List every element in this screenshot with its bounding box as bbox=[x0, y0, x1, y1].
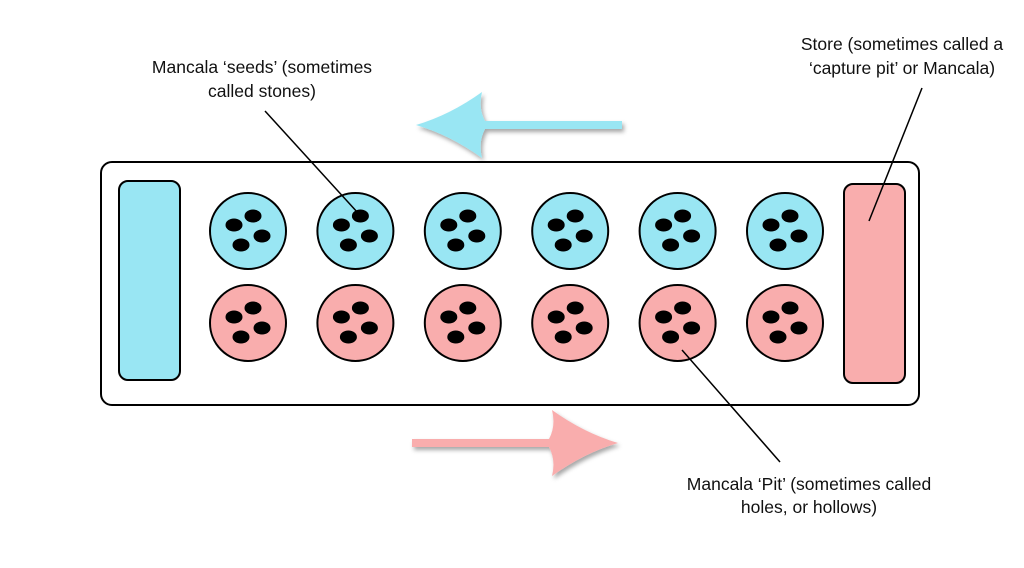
seed bbox=[662, 238, 680, 252]
store-leader-line bbox=[868, 87, 923, 222]
pit-bottom-6 bbox=[746, 284, 824, 362]
seed bbox=[674, 209, 692, 223]
pit-bottom-5 bbox=[638, 284, 717, 362]
seed bbox=[655, 218, 673, 232]
seeds-label-line2: called stones) bbox=[208, 81, 316, 101]
store-label-line2: ‘capture pit’ or Mancala) bbox=[809, 58, 995, 78]
seed bbox=[351, 301, 369, 315]
arrow-right-icon bbox=[412, 410, 618, 476]
seeds-leader-line bbox=[264, 110, 359, 214]
seed bbox=[674, 301, 692, 315]
seed bbox=[769, 238, 787, 252]
pits-group bbox=[209, 192, 824, 362]
seed bbox=[447, 330, 465, 344]
pit-top-4 bbox=[531, 192, 610, 270]
seed bbox=[554, 238, 572, 252]
seed bbox=[225, 310, 243, 324]
right-store bbox=[843, 183, 906, 384]
seeds-label-line1: Mancala ‘seeds’ (sometimes bbox=[152, 57, 372, 77]
seed bbox=[232, 238, 250, 252]
seed bbox=[232, 330, 250, 344]
pit-leader-line bbox=[681, 349, 781, 463]
seed bbox=[339, 330, 357, 344]
seed bbox=[332, 310, 350, 324]
seed bbox=[683, 321, 701, 335]
seed bbox=[447, 238, 465, 252]
seed bbox=[781, 301, 799, 315]
seed bbox=[244, 209, 262, 223]
seed bbox=[566, 301, 584, 315]
seed bbox=[339, 238, 357, 252]
seed bbox=[790, 321, 808, 335]
seed bbox=[360, 321, 378, 335]
seed bbox=[360, 229, 378, 243]
pit-top-3 bbox=[423, 192, 502, 270]
seed bbox=[554, 330, 572, 344]
seed bbox=[762, 218, 780, 232]
seed bbox=[332, 218, 350, 232]
pit-label-line1: Mancala ‘Pit’ (sometimes called bbox=[687, 474, 931, 494]
arrow-left-icon bbox=[416, 92, 622, 158]
pit-top-6 bbox=[746, 192, 824, 270]
seed bbox=[575, 321, 593, 335]
pit-label-line2: holes, or hollows) bbox=[741, 497, 877, 517]
seed bbox=[468, 229, 486, 243]
seed bbox=[440, 218, 458, 232]
seed bbox=[253, 321, 271, 335]
seed bbox=[253, 229, 271, 243]
seed bbox=[225, 218, 243, 232]
seed bbox=[781, 209, 799, 223]
seed bbox=[575, 229, 593, 243]
seed bbox=[566, 209, 584, 223]
left-store bbox=[118, 180, 181, 381]
seed bbox=[547, 310, 565, 324]
store-label-line1: Store (sometimes called a bbox=[801, 34, 1004, 54]
seed bbox=[459, 209, 477, 223]
pit-bottom-2 bbox=[316, 284, 395, 362]
seed bbox=[459, 301, 477, 315]
seed bbox=[662, 330, 680, 344]
pit-bottom-3 bbox=[423, 284, 502, 362]
seed bbox=[440, 310, 458, 324]
seed bbox=[762, 310, 780, 324]
seed bbox=[547, 218, 565, 232]
seed bbox=[244, 301, 262, 315]
seed bbox=[351, 209, 369, 223]
pit-top-1 bbox=[209, 192, 287, 270]
seed bbox=[683, 229, 701, 243]
seed bbox=[655, 310, 673, 324]
pit-bottom-1 bbox=[209, 284, 287, 362]
seed bbox=[769, 330, 787, 344]
seed bbox=[790, 229, 808, 243]
seed bbox=[468, 321, 486, 335]
pit-top-5 bbox=[638, 192, 717, 270]
pit-bottom-4 bbox=[531, 284, 610, 362]
pit-top-2 bbox=[316, 192, 395, 270]
